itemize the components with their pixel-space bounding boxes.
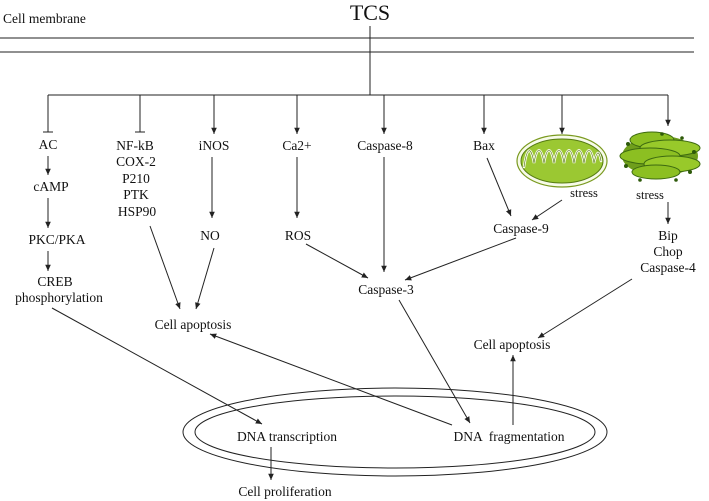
ptk-label: PTK xyxy=(123,187,149,202)
creb-to-dna-transcription-arrow xyxy=(51,307,263,425)
er-stress-label: stress xyxy=(636,188,664,202)
p210-label: P210 xyxy=(122,171,150,186)
phosphorylation-label: phosphorylation xyxy=(15,290,103,305)
cell-membrane-label: Cell membrane xyxy=(3,11,86,26)
bip-label: Bip xyxy=(658,228,678,243)
inos-label: iNOS xyxy=(199,138,230,153)
caspase9-label: Caspase-9 xyxy=(493,221,549,236)
bax-label: Bax xyxy=(473,138,495,153)
cox2-label: COX-2 xyxy=(116,154,156,169)
ros-to-caspase3-arrow xyxy=(305,243,369,279)
er-targets-to-apoptosis-arrow xyxy=(537,278,633,339)
caspase9-to-caspase3-arrow xyxy=(404,237,517,281)
caspase3-to-dna-fragmentation-arrow xyxy=(398,299,471,424)
diagram-title: TCS xyxy=(350,0,390,25)
endoplasmic-reticulum-icon xyxy=(619,131,701,182)
creb-label: CREB xyxy=(37,274,72,289)
hsp90-label: HSP90 xyxy=(118,204,157,219)
camp-label: cAMP xyxy=(33,179,68,194)
nfkb-to-apoptosis-arrow xyxy=(149,225,181,310)
nucleus-envelope xyxy=(182,387,608,477)
mito-to-caspase9-arrow xyxy=(531,199,563,221)
ros-label: ROS xyxy=(285,228,311,243)
no-to-apoptosis-arrow xyxy=(195,247,215,310)
chop-label: Chop xyxy=(653,244,683,259)
caspase4-label: Caspase-4 xyxy=(640,260,696,275)
mito-stress-label: stress xyxy=(570,186,598,200)
no-label: NO xyxy=(200,228,220,243)
caspase8-label: Caspase-8 xyxy=(357,138,413,153)
nfkb-label: NF-kB xyxy=(116,138,154,153)
bax-to-caspase9-arrow xyxy=(486,157,512,217)
ac-inhibit-branch xyxy=(43,95,53,133)
caspase3-label: Caspase-3 xyxy=(358,282,414,297)
nfkb-inhibit-branch xyxy=(135,95,145,133)
fragmentation-to-apoptosis-left-arrow xyxy=(209,333,453,426)
dna-fragmentation-label: DNA fragmentation xyxy=(454,429,565,444)
dna-transcription-label: DNA transcription xyxy=(237,429,337,444)
ac-label: AC xyxy=(39,137,58,152)
pkc-pka-label: PKC/PKA xyxy=(28,232,85,247)
cell-proliferation-label: Cell proliferation xyxy=(238,484,332,499)
cell-apoptosis-right-label: Cell apoptosis xyxy=(474,337,551,352)
ca2-label: Ca2+ xyxy=(282,138,311,153)
mitochondrion-icon xyxy=(516,134,608,188)
cell-apoptosis-left-label: Cell apoptosis xyxy=(155,317,232,332)
